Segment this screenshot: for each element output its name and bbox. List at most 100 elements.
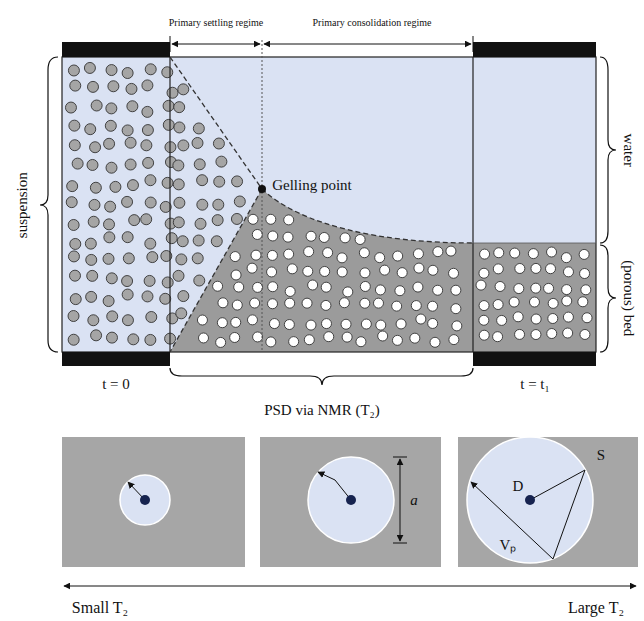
particle bbox=[85, 124, 96, 135]
particle bbox=[376, 320, 386, 330]
particle bbox=[289, 337, 299, 347]
diffusion-path bbox=[471, 470, 585, 559]
particle bbox=[146, 311, 157, 322]
particle bbox=[69, 270, 80, 281]
particle bbox=[252, 229, 262, 239]
particle bbox=[103, 296, 114, 307]
particle bbox=[195, 218, 206, 229]
particle bbox=[580, 269, 590, 279]
particle bbox=[253, 282, 263, 292]
particle bbox=[561, 253, 571, 263]
particle bbox=[142, 125, 153, 136]
particle bbox=[88, 216, 99, 227]
particle bbox=[192, 137, 203, 148]
particle bbox=[216, 156, 227, 167]
particle bbox=[266, 337, 276, 347]
particle bbox=[105, 120, 116, 131]
particle bbox=[211, 236, 222, 247]
particle bbox=[320, 266, 330, 276]
time-label: t = 0 bbox=[102, 376, 130, 393]
particle bbox=[173, 217, 184, 228]
cap bbox=[473, 42, 596, 57]
particle bbox=[231, 270, 241, 280]
particle bbox=[103, 253, 114, 264]
particle bbox=[360, 281, 370, 291]
particle bbox=[580, 329, 590, 339]
particle bbox=[392, 301, 402, 311]
regime-arrow bbox=[264, 44, 471, 45]
particle bbox=[339, 298, 349, 308]
particle bbox=[479, 301, 489, 311]
zone-label: (porous) bed bbox=[621, 260, 638, 336]
particle bbox=[91, 330, 102, 341]
zone-label: suspension bbox=[14, 172, 31, 238]
particle bbox=[218, 298, 228, 308]
particle bbox=[68, 311, 79, 322]
particle bbox=[452, 321, 462, 331]
particle bbox=[106, 162, 117, 173]
particle bbox=[162, 67, 173, 78]
particle bbox=[515, 263, 525, 273]
particle bbox=[173, 270, 184, 281]
particle bbox=[531, 283, 541, 293]
particle bbox=[141, 140, 152, 151]
particle bbox=[287, 264, 297, 274]
particle bbox=[90, 182, 101, 193]
particle bbox=[247, 315, 257, 325]
particle bbox=[548, 314, 558, 324]
particle bbox=[446, 246, 456, 256]
dimension-line bbox=[400, 459, 401, 541]
interface-line bbox=[473, 243, 596, 244]
particle bbox=[122, 125, 133, 136]
dimension-tick bbox=[393, 543, 407, 544]
particle bbox=[359, 248, 369, 258]
particle bbox=[122, 196, 133, 207]
pore-panel bbox=[260, 437, 441, 567]
particle bbox=[548, 298, 558, 308]
particle bbox=[356, 337, 366, 347]
brace bbox=[600, 57, 616, 243]
particle bbox=[563, 312, 573, 322]
particle bbox=[285, 298, 295, 308]
particle bbox=[163, 119, 174, 130]
particle bbox=[493, 332, 503, 342]
particle bbox=[361, 319, 371, 329]
particle bbox=[284, 320, 294, 330]
diffusion-path bbox=[318, 472, 351, 500]
particle bbox=[479, 315, 489, 325]
particle bbox=[104, 138, 115, 149]
particle bbox=[428, 301, 438, 311]
particle bbox=[230, 252, 240, 262]
particle bbox=[544, 283, 554, 293]
pore bbox=[120, 475, 170, 525]
brace bbox=[170, 368, 473, 385]
zone-label: water bbox=[621, 133, 638, 166]
particle bbox=[234, 282, 244, 292]
particle bbox=[337, 253, 347, 263]
particle bbox=[68, 219, 79, 230]
particle bbox=[145, 175, 156, 186]
particle bbox=[582, 313, 592, 323]
particle bbox=[126, 83, 137, 94]
symbol-label: Vₚ bbox=[500, 537, 517, 554]
particle bbox=[308, 280, 318, 290]
particle bbox=[546, 264, 556, 274]
base bbox=[62, 352, 170, 366]
particle bbox=[306, 231, 316, 241]
particle bbox=[250, 298, 260, 308]
molecule bbox=[140, 495, 150, 505]
particle bbox=[497, 315, 507, 325]
particle bbox=[268, 231, 278, 241]
particle bbox=[285, 286, 295, 296]
particle bbox=[323, 248, 333, 258]
interface-line bbox=[170, 57, 262, 189]
particle bbox=[392, 335, 402, 345]
particle bbox=[547, 329, 557, 339]
particle bbox=[416, 314, 426, 324]
particle bbox=[147, 252, 158, 263]
particle bbox=[230, 332, 240, 342]
particle bbox=[529, 297, 539, 307]
particle bbox=[87, 270, 98, 281]
